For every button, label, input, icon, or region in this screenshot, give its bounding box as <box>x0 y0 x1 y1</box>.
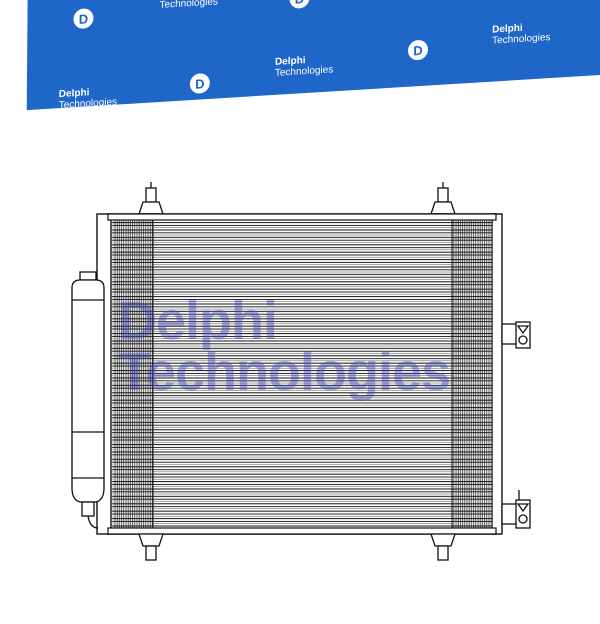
receiver-dryer-icon <box>71 271 105 529</box>
top-left-mount-icon <box>138 182 164 215</box>
bottom-right-mount-icon <box>430 533 456 561</box>
watermark-line-1: Delphi <box>118 291 278 351</box>
top-right-mount-icon <box>430 182 456 215</box>
upper-pipe-fitting-icon <box>501 321 531 349</box>
lower-pipe-fitting-icon <box>501 490 531 529</box>
bottom-left-mount-icon <box>138 533 164 561</box>
delphi-technologies-watermark: Delphi Technologies <box>118 291 498 403</box>
watermark-line-2: Technologies <box>118 342 451 403</box>
